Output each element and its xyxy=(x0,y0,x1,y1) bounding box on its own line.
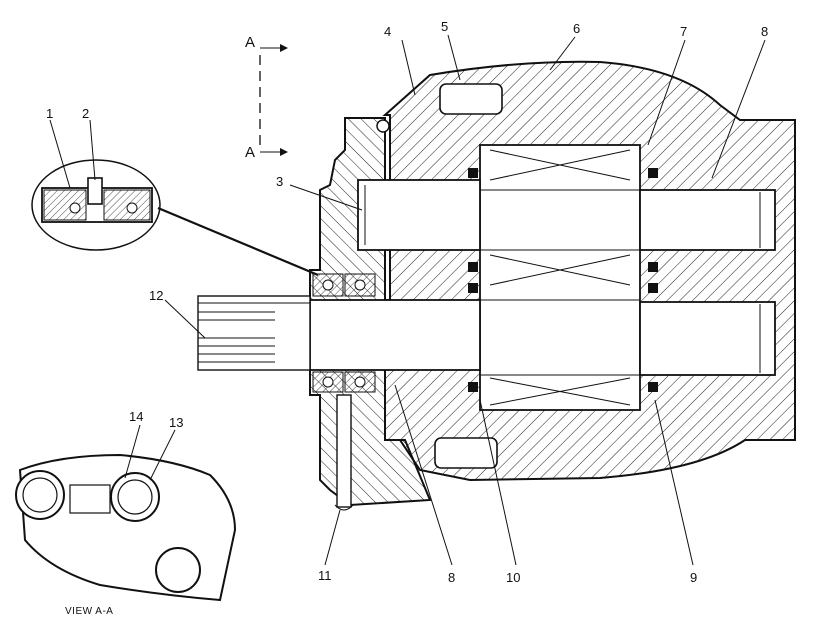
section-marker: A A xyxy=(245,34,288,161)
callout-5: 5 xyxy=(441,19,448,34)
callout-3: 3 xyxy=(276,174,283,189)
gear-cavity xyxy=(479,144,641,411)
shaft-seals xyxy=(312,273,376,393)
callout-7: 7 xyxy=(680,24,687,39)
drive-shaft xyxy=(309,299,776,376)
view-aa-section: VIEW A-A xyxy=(15,453,237,617)
callout-12: 12 xyxy=(149,288,163,303)
callout-8-top: 8 xyxy=(761,24,768,39)
callout-4: 4 xyxy=(384,24,391,39)
o-rings xyxy=(468,168,658,392)
leader-lines xyxy=(49,34,766,566)
callout-13: 13 xyxy=(169,415,183,430)
callout-2: 2 xyxy=(82,106,89,121)
seal-detail-inset xyxy=(31,159,319,277)
section-label-bottom: A xyxy=(245,144,255,161)
callout-6: 6 xyxy=(573,21,580,36)
view-caption: VIEW A-A xyxy=(65,606,113,617)
callout-11: 11 xyxy=(318,568,332,583)
section-label-top: A xyxy=(245,34,255,51)
splined-shaft xyxy=(197,295,311,371)
drain-plug xyxy=(334,394,354,511)
callout-8-bottom: 8 xyxy=(448,570,455,585)
callout-10: 10 xyxy=(506,570,520,585)
callout-9: 9 xyxy=(690,570,697,585)
callout-1: 1 xyxy=(46,106,53,121)
upper-shaft xyxy=(357,179,776,251)
callout-14: 14 xyxy=(129,409,143,424)
dowel-pins xyxy=(376,83,503,469)
callout-labels: 1 2 3 4 5 6 7 8 12 14 13 11 8 10 9 xyxy=(46,19,768,585)
